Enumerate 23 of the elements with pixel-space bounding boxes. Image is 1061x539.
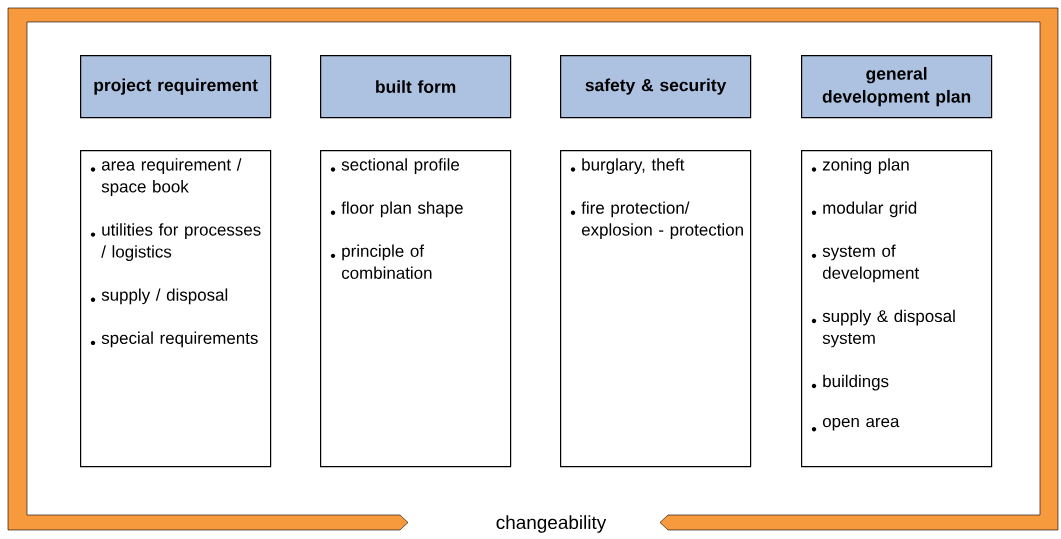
list-item: buildings: [823, 374, 889, 391]
header-box: built form: [320, 55, 512, 119]
list-item: supply & disposal system: [822, 309, 955, 348]
list-item: burglary, theft: [582, 158, 685, 174]
list-item: floor plan shape: [341, 201, 463, 218]
list-item: special requirements: [101, 331, 258, 348]
list-item: principle of combination: [341, 244, 432, 279]
header-box: safety & security: [560, 55, 752, 119]
list-item: modular grid: [823, 201, 917, 218]
list-box: [801, 150, 993, 468]
list-item: area requirement / space book: [101, 158, 242, 196]
list-item: open area: [822, 417, 900, 431]
list-item: zoning plan: [822, 158, 909, 174]
header-box: general development plan: [801, 55, 993, 119]
list-item: fire protection/ explosion - protection: [581, 201, 743, 240]
list-item: utilities for processes / logistics: [101, 223, 261, 261]
list-item: system of development: [822, 244, 920, 283]
list-box: [560, 150, 752, 468]
list-item: sectional profile: [341, 158, 460, 174]
header-box: project requirement: [80, 55, 272, 119]
list-box: [320, 150, 512, 468]
list-item: supply / disposal: [101, 288, 228, 305]
list-box: [80, 150, 272, 468]
